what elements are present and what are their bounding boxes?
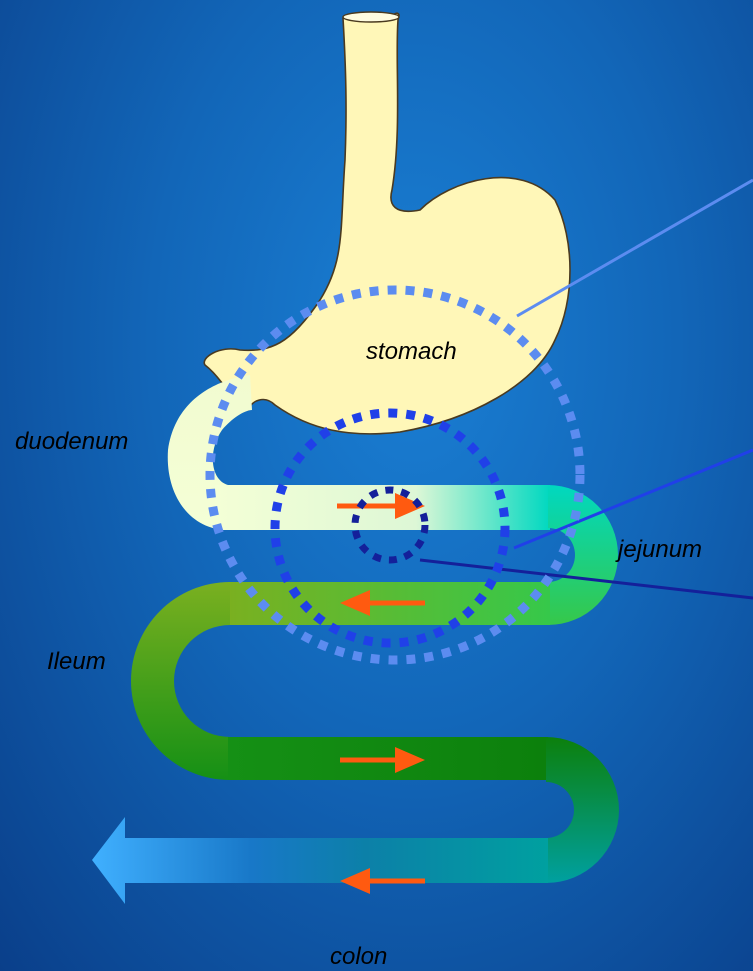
- label-jejunum: jejunum: [618, 538, 702, 562]
- label-stomach: stomach: [366, 340, 457, 364]
- esophagus-shape: [204, 13, 570, 434]
- jejunum-bend: [548, 485, 618, 625]
- label-ileum: Ileum: [47, 650, 106, 674]
- label-colon: colon: [330, 945, 387, 969]
- colon-bend: [546, 737, 619, 883]
- colon-segment: [92, 817, 548, 904]
- esophagus-opening: [343, 12, 399, 22]
- label-duodenum: duodenum: [15, 430, 128, 454]
- ileum-bend: [131, 582, 230, 780]
